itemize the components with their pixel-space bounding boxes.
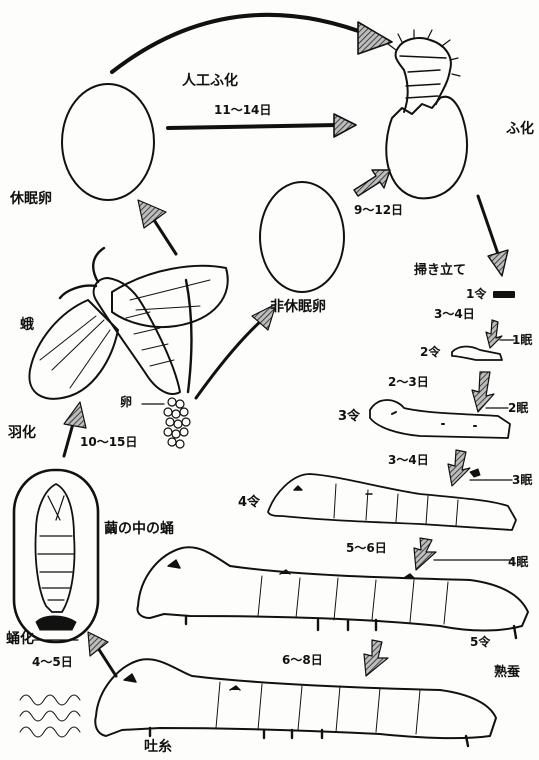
label-pupation: 蛹化 [6,632,34,646]
label-mature-larva: 熟蚕 [494,666,520,679]
label-molt-2: 2眠 [508,402,528,414]
label-nondiapause-days: 9～12日 [354,204,403,216]
label-molt-4: 4眠 [508,556,528,568]
arrow-spinning-to-pupa [98,648,116,676]
label-instar-3: 3令 [338,410,360,423]
label-pupa-days: 4～5日 [32,656,73,668]
pupa-drawing [35,484,74,612]
moth-antennae [60,248,104,298]
arrow-instar5-to-mature [364,640,388,676]
label-instar-2: 2令 [420,346,440,358]
molt3-larva-head [470,469,480,477]
hatchling-hairs [388,30,460,76]
mature-segments [216,682,420,734]
larva-instar-3 [370,400,510,438]
label-days-1: 3～4日 [434,308,475,320]
arrow-hatch-to-brushing [478,196,498,254]
arrow-hatch-to-brushing-head [488,250,508,276]
moth-body [94,278,180,394]
curved-arrow-head [358,22,392,54]
arrow-instar1-to-molt1 [486,320,502,348]
larva-instar-1 [494,292,514,297]
arrow-spinning-to-pupa-head [88,632,108,656]
larva-instar-4-marks [294,486,372,494]
larval-skin [36,616,76,630]
larva-instar-4 [268,474,516,530]
straight-arrow-head [334,114,356,137]
label-emergence-days: 10～15日 [80,436,137,448]
label-molt-1: 1眠 [512,334,532,346]
label-days-4: 5～6日 [346,542,387,554]
diapause-egg-drawing [62,84,154,200]
arrow-pupa-to-moth-head [64,402,86,428]
label-emergence: 羽化 [8,426,36,440]
label-days-3: 3～4日 [388,454,429,466]
label-instar-5: 5令 [470,636,490,648]
larva-instar-2 [452,347,502,361]
label-spinning: 吐糸 [144,740,172,754]
label-moth: 蛾 [20,318,34,332]
pupa-segments [38,496,74,600]
curved-arrow-artificial [112,15,372,72]
label-artificial-days: 11～14日 [214,104,271,116]
moth-wing-right [112,266,228,327]
moth-wing-left-veins [40,316,110,388]
label-diapause-egg: 休眠卵 [10,192,52,206]
label-hatching: ふ化 [506,122,534,136]
egg-cluster [164,398,190,448]
straight-arrow-artificial [168,125,338,128]
label-pupa-in-cocoon: 繭の中の蛹 [104,522,174,536]
arrow-instar2-to-molt2 [472,372,494,412]
larva-instar-5-marks [168,560,414,578]
mature-marks [124,674,240,690]
moth-body-segments [126,312,174,366]
label-molt-3: 3眠 [512,474,532,486]
label-days-2: 2～3日 [388,376,429,388]
arrow-instar4-to-molt4 [414,538,436,570]
label-non-diapause-egg: 非休眠卵 [270,300,326,314]
arrow-nondiapause-to-hatch [354,170,390,196]
non-diapause-egg-drawing [260,182,344,292]
arrow-moth-to-diapause-head [138,200,166,228]
silk-threads [20,695,80,737]
label-eggs: 卵 [120,396,132,408]
label-days-5: 6～8日 [282,654,323,666]
arrow-instar3-to-molt3 [448,450,470,486]
arrow-moth-to-nondiapause [196,320,262,398]
arrow-moth-to-diapause [154,220,176,254]
label-instar-4: 4令 [238,496,260,509]
arrow-moth-upward-line [186,280,192,392]
label-instar-1: 1令 [466,288,486,300]
hatching-egg-drawing [386,97,467,199]
label-brushing: 掃き立て [414,264,466,277]
hatchling-larva [396,38,451,112]
label-artificial-hatching: 人工ふ化 [182,74,238,88]
larva-mature-spinning [95,659,496,738]
